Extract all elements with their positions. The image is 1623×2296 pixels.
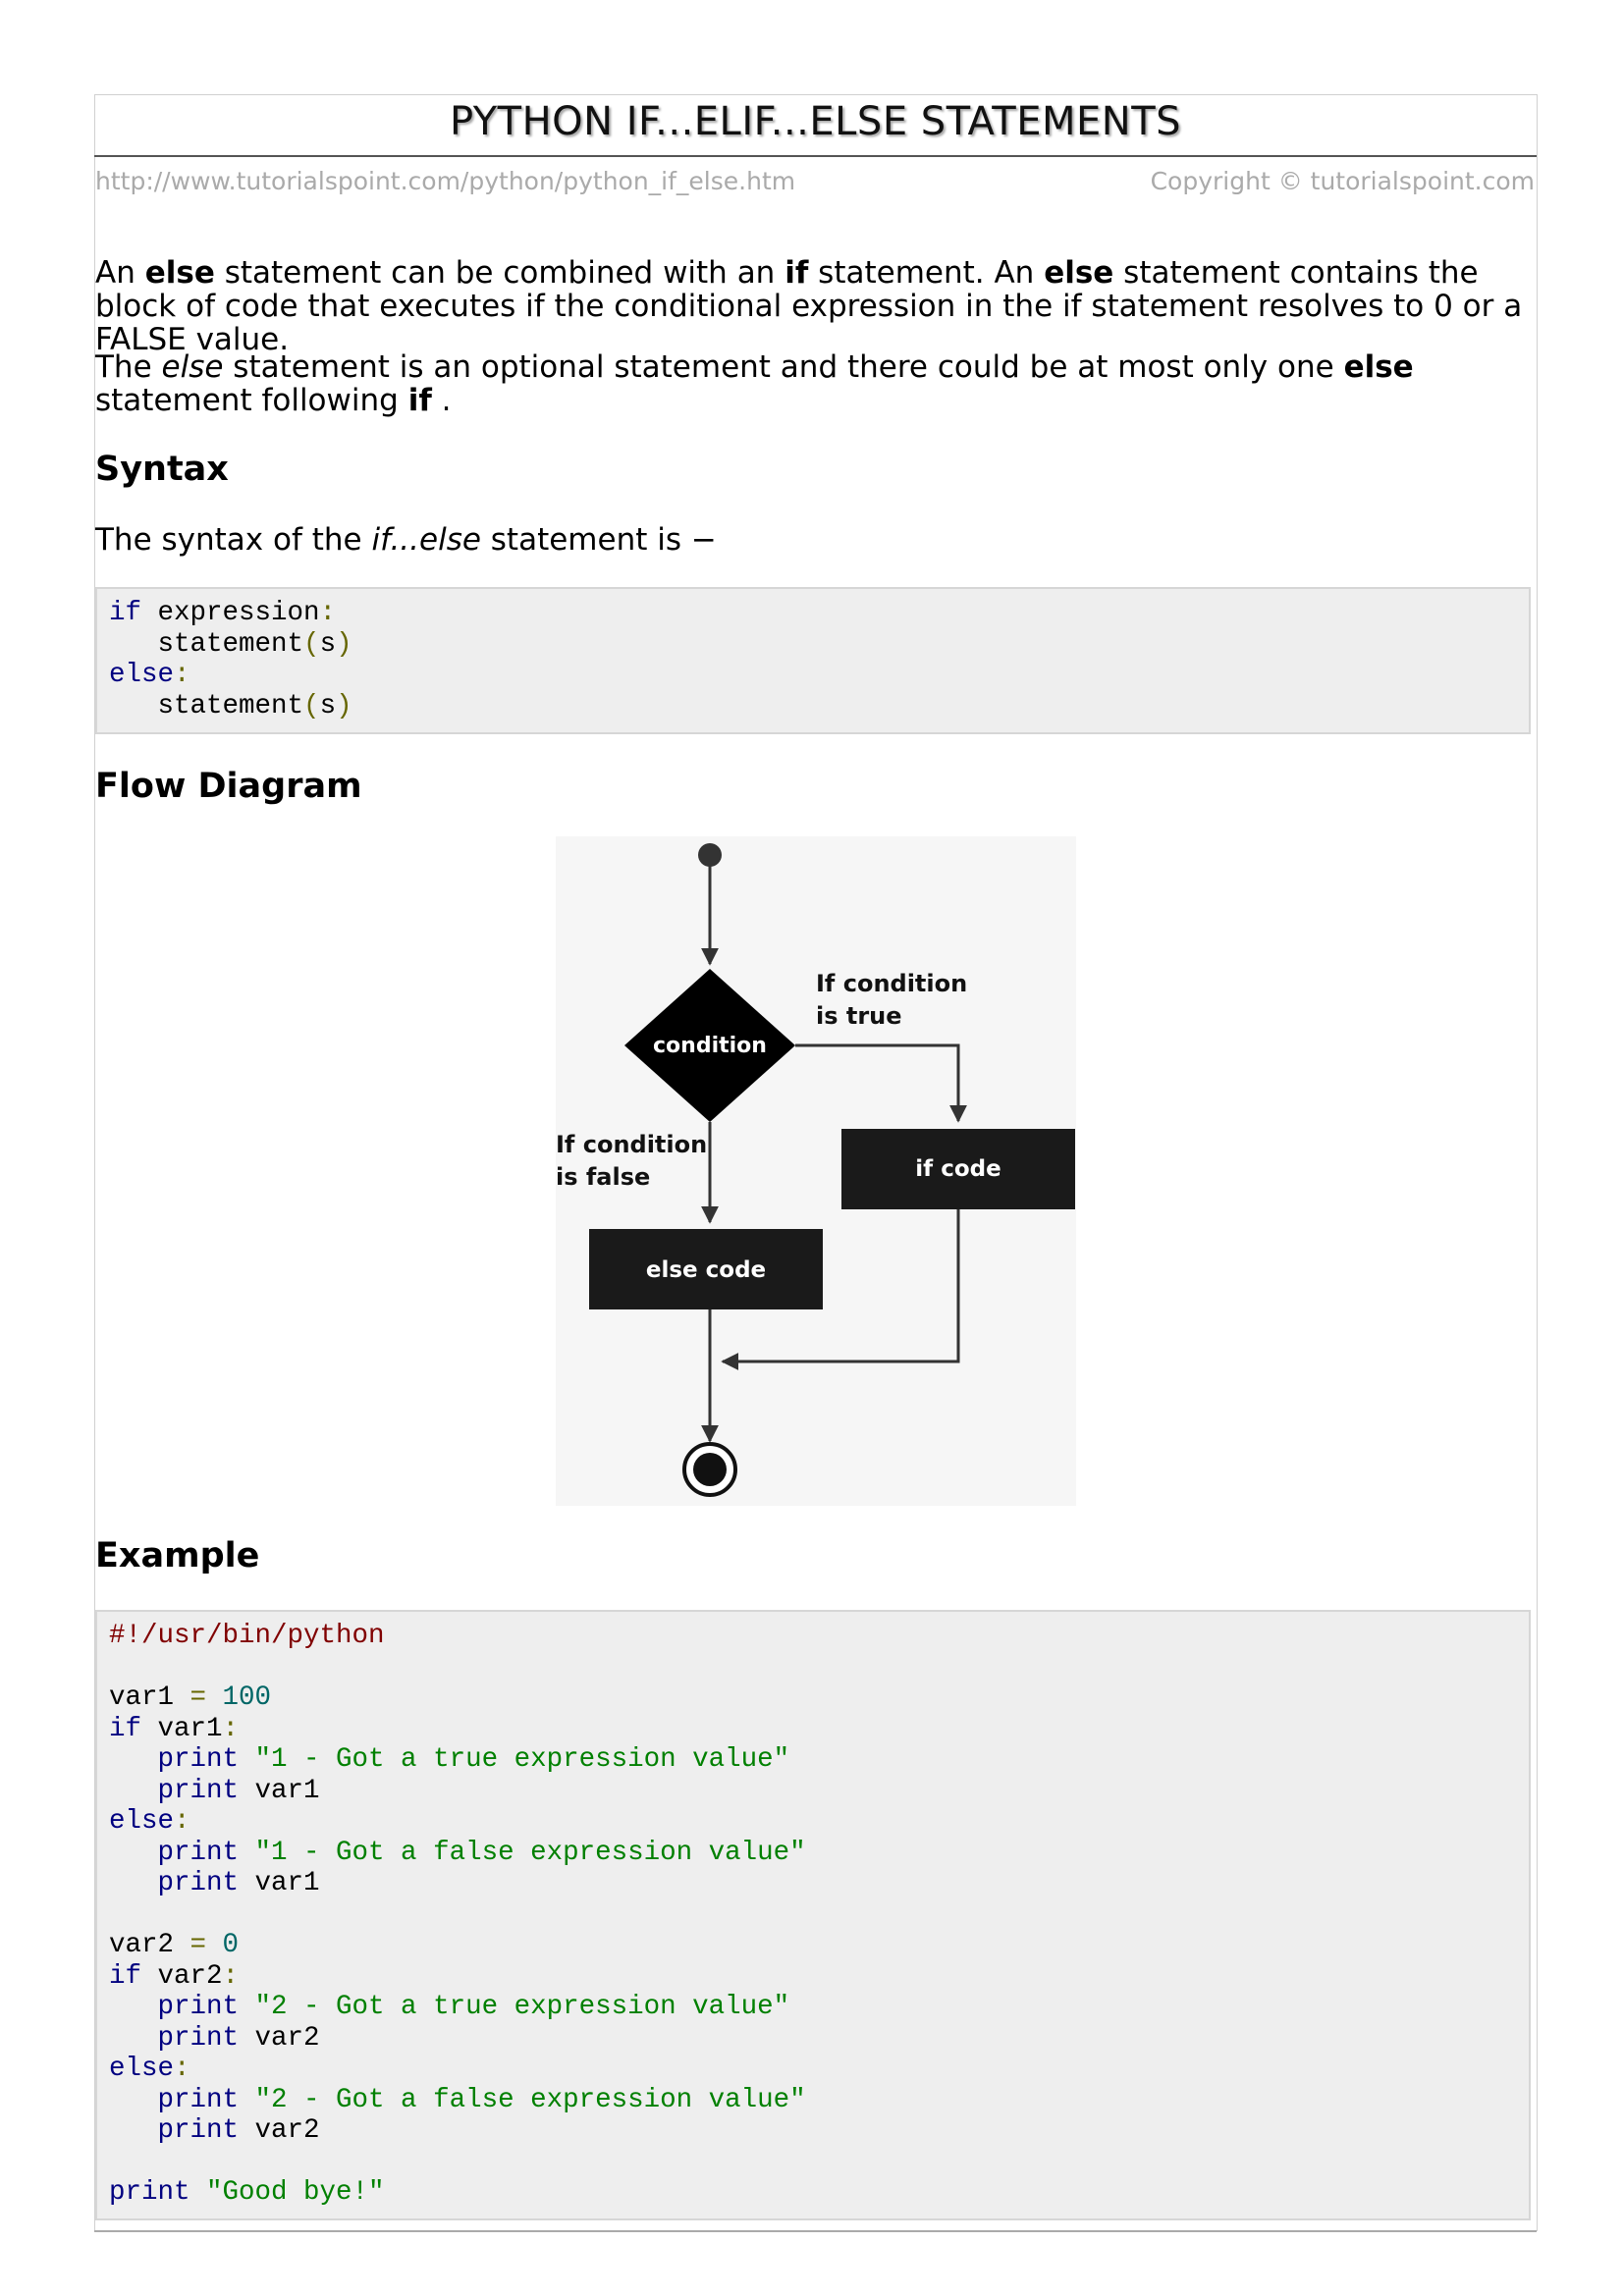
false-branch-label-line2: is false xyxy=(556,1163,650,1191)
syntax-code-block: if expression: statement(s) else: statem… xyxy=(95,587,1531,734)
end-node-inner xyxy=(693,1453,727,1486)
intro-paragraph-1: An else statement can be combined with a… xyxy=(95,255,1523,357)
syntax-intro: The syntax of the if...else statement is… xyxy=(95,522,717,558)
bottom-rule xyxy=(94,2230,1537,2232)
page-title: PYTHON IF...ELIF...ELSE STATEMENTS xyxy=(94,94,1537,157)
page-frame xyxy=(94,94,1538,2231)
syntax-heading: Syntax xyxy=(95,450,229,489)
arrow-condition-to-if-code xyxy=(795,1043,967,1123)
condition-diamond xyxy=(624,969,795,1122)
condition-label: condition xyxy=(653,1034,767,1058)
example-heading: Example xyxy=(95,1536,260,1575)
if-code-box xyxy=(841,1129,1075,1209)
intro-paragraph-2: The else statement is an optional statem… xyxy=(95,349,1414,418)
else-code-label: else code xyxy=(646,1257,766,1283)
arrow-if-code-merge xyxy=(721,1209,960,1370)
page-url: http://www.tutorialspoint.com/python/pyt… xyxy=(95,167,796,195)
if-code-label: if code xyxy=(915,1156,1001,1182)
example-code-block: #!/usr/bin/python var1 = 100 if var1: pr… xyxy=(95,1610,1531,2220)
flow-diagram-heading: Flow Diagram xyxy=(95,767,362,806)
true-branch-label-line1: If condition xyxy=(816,970,967,997)
else-code-box xyxy=(589,1229,823,1309)
flow-diagram: condition If condition is true if code I… xyxy=(556,836,1076,1506)
start-node xyxy=(698,843,722,867)
true-branch-label-line2: is true xyxy=(816,1002,902,1030)
false-branch-label-line1: If condition xyxy=(556,1131,707,1158)
copyright-notice: Copyright © tutorialspoint.com xyxy=(1150,167,1535,195)
